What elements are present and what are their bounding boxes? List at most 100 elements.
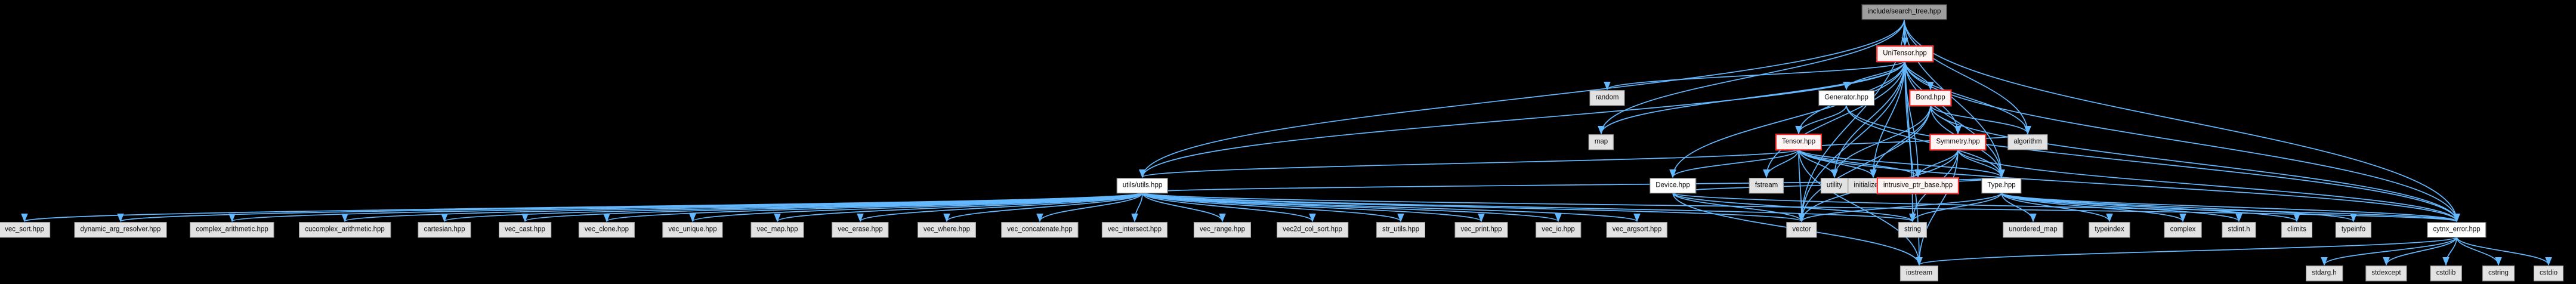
node-Bond[interactable]: Bond.hpp (1909, 89, 1952, 106)
edge-search_tree-to-Type (1904, 18, 2005, 178)
node-fstream: fstream (1749, 178, 1784, 193)
node-Device[interactable]: Device.hpp (1650, 178, 1696, 193)
edge-UniTensor-to-utility (1831, 60, 1905, 178)
node-vec_erase: vec_erase.hpp (832, 222, 889, 237)
edge-UniTensor-to-Type (1904, 60, 2005, 178)
node-cstdio: cstdio (2533, 266, 2564, 281)
edge-search_tree-to-map (1598, 18, 1905, 135)
edge-cytnx_error-to-iostream (1916, 236, 2457, 266)
node-UniTensor[interactable]: UniTensor.hpp (1876, 45, 1933, 62)
edge-utils-to-vec_sort (21, 192, 1143, 223)
edge-Bond-to-initializer_list (1870, 104, 1931, 178)
edge-UniTensor-to-cytnx_error (1904, 60, 2460, 223)
edge-utils-to-vec_concatenate (1036, 192, 1143, 223)
edge-Symmetry-to-intrusive (1914, 149, 1959, 178)
edge-Bond-to-vector (1798, 104, 1931, 223)
node-random: random (1589, 90, 1625, 106)
edge-Tensor-to-utils (1139, 149, 1799, 178)
edge-Tensor-to-utility (1798, 149, 1838, 178)
node-str_utils: str_utils.hpp (1376, 222, 1426, 237)
node-stdarg_h: stdarg.h (2306, 266, 2343, 281)
edge-UniTensor-to-map (1598, 60, 1905, 135)
node-iostream: iostream (1899, 266, 1939, 281)
edge-UniTensor-to-random (1604, 60, 1905, 91)
edge-UniTensor-to-algorithm (1904, 60, 2031, 135)
node-cucomplex_arithmetic: cucomplex_arithmetic.hpp (299, 222, 391, 237)
edge-Bond-to-cytnx_error (1930, 104, 2460, 223)
node-vec_intersect: vec_intersect.hpp (1101, 222, 1168, 237)
node-cytnx_error[interactable]: cytnx_error.hpp (2427, 222, 2487, 237)
edge-Device-to-cytnx_error (1672, 192, 2460, 223)
edge-cytnx_error-to-stdarg_h (2321, 236, 2457, 266)
node-cstdlib: cstdlib (2430, 266, 2462, 281)
node-complex: complex (2164, 222, 2202, 237)
edge-utils-to-vec_erase (857, 192, 1143, 223)
edge-Type-to-typeindex (2001, 192, 2113, 223)
node-stdexcept: stdexcept (2365, 266, 2407, 281)
edge-cytnx_error-to-cstdlib (2442, 236, 2457, 266)
node-vec_map: vec_map.hpp (750, 222, 804, 237)
node-utility: utility (1820, 178, 1849, 193)
edge-cytnx_error-to-stdexcept (2383, 236, 2457, 266)
edge-utils-to-str_utils (1142, 192, 1404, 223)
edge-Tensor-to-Type (1798, 149, 2005, 178)
edge-utils-to-vec_argsort (1142, 192, 1641, 223)
node-vec_unique: vec_unique.hpp (662, 222, 723, 237)
edge-utils-to-vec2d_col_sort (1142, 192, 1316, 223)
edge-UniTensor-to-utils (1139, 60, 1905, 178)
edge-Bond-to-utility (1831, 104, 1931, 178)
node-vec_cast: vec_cast.hpp (499, 222, 551, 237)
edge-Generator-to-cytnx_error (1846, 104, 2460, 223)
edge-Tensor-to-initializer_list (1798, 149, 1877, 178)
node-typeindex: typeindex (2089, 222, 2130, 237)
node-dynamic_arg_resolver: dynamic_arg_resolver.hpp (74, 222, 167, 237)
node-Generator[interactable]: Generator.hpp (1818, 90, 1874, 106)
node-Symmetry[interactable]: Symmetry.hpp (1929, 134, 1987, 150)
edge-Generator-to-Tensor (1795, 104, 1847, 135)
node-typeinfo: typeinfo (2335, 222, 2372, 237)
node-cartesian: cartesian.hpp (418, 222, 471, 237)
node-vec_concatenate: vec_concatenate.hpp (1001, 222, 1079, 237)
edge-Device-to-vector (1672, 192, 1805, 223)
edge-Tensor-to-iostream (1798, 149, 1923, 266)
edge-utils-to-vec_where (943, 192, 1143, 223)
node-string: string (1898, 222, 1928, 237)
node-vec_io: vec_io.hpp (1536, 222, 1581, 237)
edge-Tensor-to-fstream (1763, 149, 1799, 178)
edge-Type-to-stdint_h (2001, 192, 2243, 223)
edge-Type-to-vector (1798, 192, 2002, 223)
edge-utils-to-vec_unique (689, 192, 1143, 223)
node-vec_sort: vec_sort.hpp (0, 222, 50, 237)
edge-Symmetry-to-cytnx_error (1957, 149, 2460, 223)
node-vec2d_col_sort: vec2d_col_sort.hpp (1277, 222, 1348, 237)
node-vec_print: vec_print.hpp (1454, 222, 1508, 237)
node-complex_arithmetic: complex_arithmetic.hpp (190, 222, 274, 237)
edge-cytnx_error-to-cstdio (2456, 236, 2552, 266)
node-climits: climits (2281, 222, 2312, 237)
node-unordered_map: unordered_map (2003, 222, 2064, 237)
edge-search_tree-to-algorithm (1904, 18, 2031, 135)
node-utils[interactable]: utils/utils.hpp (1116, 178, 1169, 193)
node-search_tree: include/search_tree.hpp (1861, 4, 1947, 20)
node-stdint_h: stdint.h (2222, 222, 2256, 237)
node-vector: vector (1786, 222, 1817, 237)
node-intrusive[interactable]: intrusive_ptr_base.hpp (1876, 177, 1960, 194)
edge-utils-to-vec_map (774, 192, 1143, 223)
edge-utils-to-cytnx_error (1142, 192, 2460, 223)
edge-Type-to-typeinfo (2001, 192, 2357, 223)
node-vec_range: vec_range.hpp (1193, 222, 1252, 237)
edge-Tensor-to-intrusive (1798, 149, 1922, 178)
node-vec_clone: vec_clone.hpp (578, 222, 635, 237)
edge-UniTensor-to-Generator (1843, 60, 1905, 91)
edge-Symmetry-to-Type (1957, 149, 2005, 178)
edge-Bond-to-algorithm (1930, 104, 2031, 135)
edge-Symmetry-to-iostream (1916, 149, 1959, 266)
node-algorithm: algorithm (2007, 134, 2048, 150)
edge-utils-to-string (1142, 192, 1916, 223)
edge-utils-to-cucomplex_arithmetic (342, 192, 1143, 223)
node-Type[interactable]: Type.hpp (1981, 178, 2022, 193)
node-vec_where: vec_where.hpp (918, 222, 976, 237)
node-Tensor[interactable]: Tensor.hpp (1775, 134, 1823, 150)
edge-Tensor-to-Device (1669, 149, 1799, 178)
